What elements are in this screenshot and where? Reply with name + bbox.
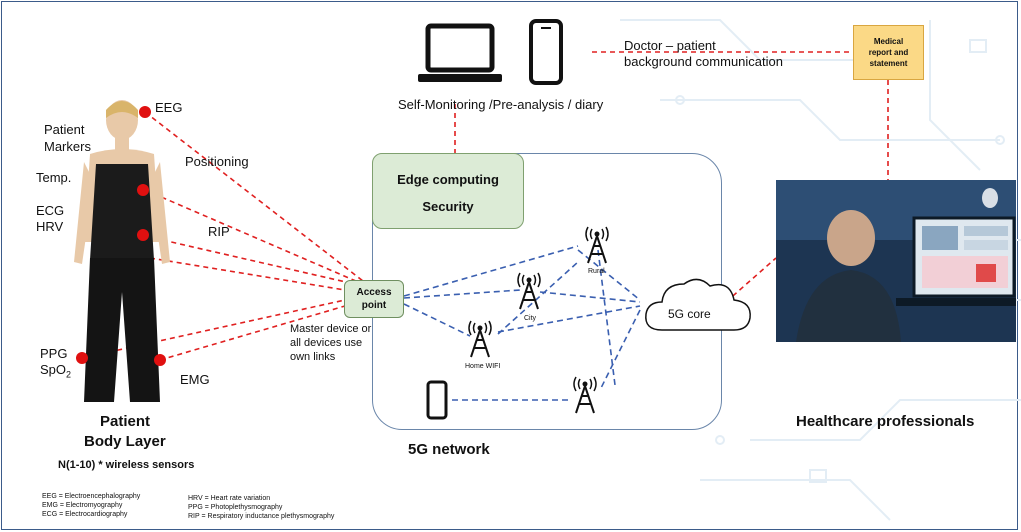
access-point-line1: Access bbox=[356, 287, 392, 298]
abbreviation-legend-right: HRV = Heart rate variation PPG = Photopl… bbox=[188, 494, 334, 521]
circuit-background bbox=[620, 19, 1021, 521]
access-point-note-line2: all devices use bbox=[290, 337, 363, 349]
5g-network-title: 5G network bbox=[408, 441, 490, 458]
home-wifi-label: Home WIFI bbox=[465, 363, 501, 370]
access-point-line2: point bbox=[361, 300, 387, 311]
medical-line2: report and bbox=[868, 48, 909, 57]
medical-report-box: Medical report and statement bbox=[853, 25, 924, 80]
antenna-tower-icon-bottom bbox=[573, 376, 597, 414]
temp-label: Temp. bbox=[36, 170, 72, 185]
medical-line3: statement bbox=[869, 59, 908, 68]
spo2-label: SpO2 bbox=[40, 362, 72, 380]
security-label: Security bbox=[422, 199, 474, 214]
positioning-label: Positioning bbox=[185, 154, 249, 169]
access-point-box: Access point bbox=[344, 280, 404, 318]
edge-computing-label: Edge computing bbox=[397, 172, 499, 187]
patient-markers-line1: Patient bbox=[44, 122, 85, 137]
eeg-label: EEG bbox=[155, 100, 183, 115]
laptop-icon bbox=[418, 23, 502, 82]
healthcare-professional-image bbox=[776, 180, 1016, 342]
ppg-label: PPG bbox=[40, 346, 68, 361]
cloud-icon bbox=[645, 278, 751, 331]
access-point-note-line3: own links bbox=[290, 351, 336, 363]
5g-core-label: 5G core bbox=[668, 307, 711, 321]
ecg-label: ECG bbox=[36, 203, 65, 218]
mobile-phone-icon bbox=[426, 380, 448, 420]
doctor-label-line1: Doctor – patient bbox=[624, 38, 716, 53]
doctor-label-line2: background communication bbox=[624, 54, 783, 69]
abbr-hrv: HRV = Heart rate variation bbox=[188, 495, 271, 502]
body-layer-subtitle: N(1-10) * wireless sensors bbox=[58, 459, 195, 471]
body-layer-title-line2: Body Layer bbox=[84, 433, 166, 450]
access-point-note-line1: Master device or bbox=[290, 323, 372, 335]
emg-label: EMG bbox=[180, 372, 210, 387]
abbr-ecg: ECG = Electrocardiography bbox=[42, 511, 128, 518]
medical-line1: Medical bbox=[873, 37, 904, 46]
abbr-emg: EMG = Electromyography bbox=[42, 502, 123, 509]
hrv-label: HRV bbox=[36, 219, 64, 234]
edge-computing-box: Edge computing Security bbox=[372, 153, 524, 229]
antenna-tower-icon-rural bbox=[585, 226, 609, 264]
healthcare-professionals-title: Healthcare professionals bbox=[796, 413, 975, 430]
abbr-rip: RIP = Respiratory inductance plethysmogr… bbox=[188, 513, 335, 520]
antenna-tower-icon-city bbox=[517, 272, 541, 310]
body-layer-title-line1: Patient bbox=[100, 413, 151, 430]
abbr-eeg: EEG = Electroencephalography bbox=[42, 493, 141, 500]
sensor-markers bbox=[76, 106, 166, 366]
city-label: City bbox=[524, 315, 537, 322]
selfmonitoring-label: Self-Monitoring /Pre-analysis / diary bbox=[398, 97, 604, 112]
rip-label: RIP bbox=[208, 224, 230, 239]
antenna-tower-icon-home-wifi bbox=[468, 320, 492, 358]
patient-markers-line2: Markers bbox=[44, 139, 91, 154]
abbreviation-legend-left: EEG = Electroencephalography EMG = Elect… bbox=[42, 492, 140, 519]
smartphone-icon bbox=[529, 19, 563, 85]
abbr-ppg: PPG = Photoplethysmography bbox=[188, 504, 283, 511]
rural-label: Rural bbox=[588, 268, 605, 275]
